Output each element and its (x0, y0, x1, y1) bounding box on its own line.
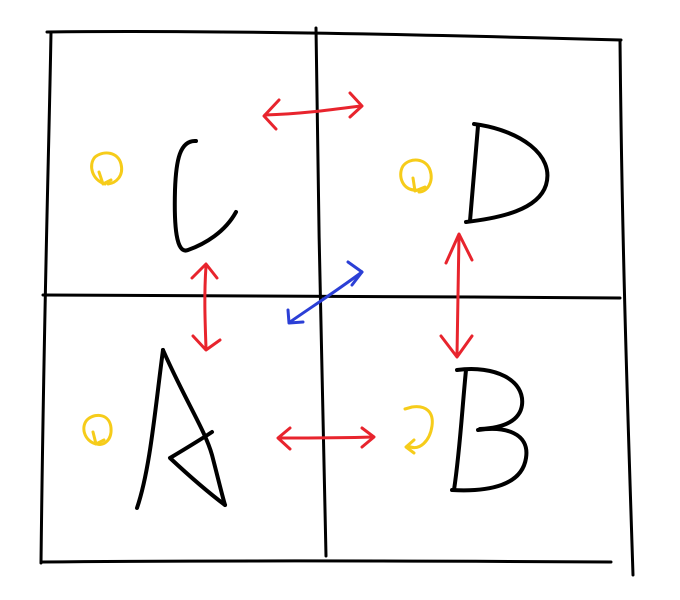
letter-c (172, 139, 238, 253)
diagonal-arrow-a-d (286, 260, 364, 325)
grid-right-border (618, 38, 635, 577)
grid (39, 26, 635, 577)
letter-d (464, 122, 550, 224)
swap-arrow-d-b (439, 232, 474, 359)
grid-horizontal-divider (41, 293, 622, 300)
rotation-icon-top-right (399, 158, 433, 194)
letter-b (450, 367, 529, 493)
letter-a (135, 348, 227, 510)
swap-arrow-c-d (262, 91, 364, 131)
grid-bottom-border (40, 559, 613, 564)
swap-arrow-a-b (276, 426, 376, 451)
rotation-icon-bottom-left (82, 413, 113, 446)
grid-left-border (39, 30, 53, 565)
rotation-icon-bottom-right (403, 405, 434, 455)
grid-vertical-divider (314, 26, 328, 558)
grid-top-border (45, 29, 623, 42)
swap-arrow-c-a (190, 262, 222, 352)
rotation-icon-top-left (90, 151, 124, 186)
